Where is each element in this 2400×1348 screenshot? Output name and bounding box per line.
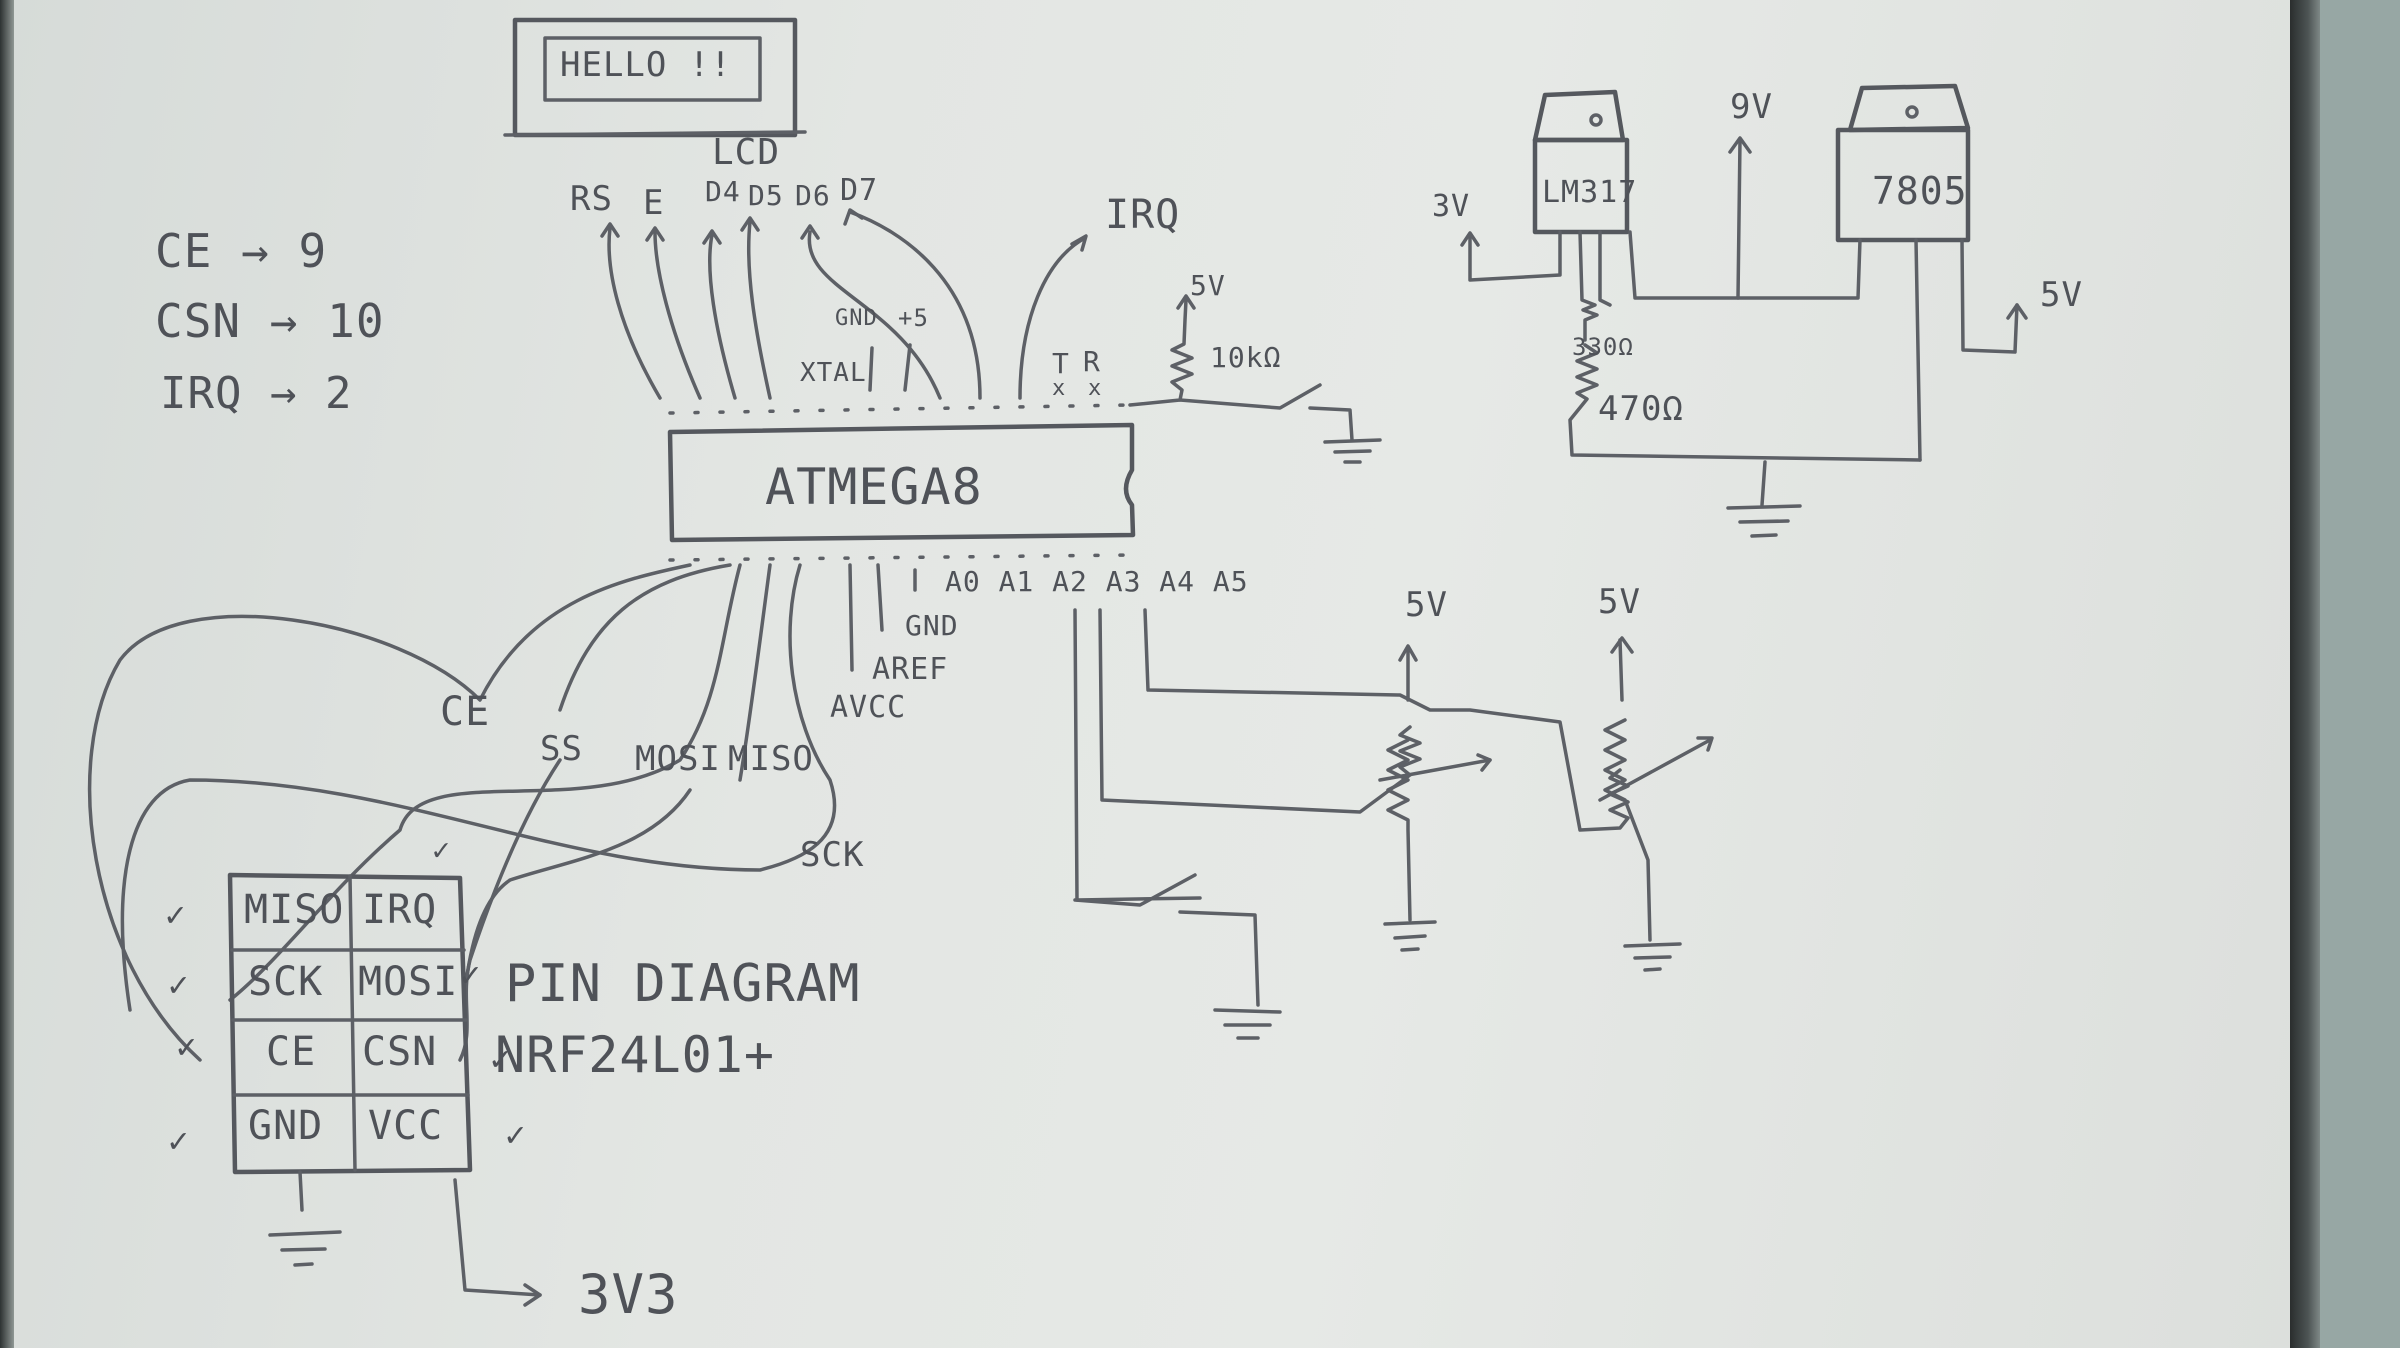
spi-ss-label: SS <box>540 729 583 769</box>
mcu-rx-label: R <box>1083 345 1101 378</box>
lcd-pin-d6: D6 <box>795 179 831 212</box>
nrf-title-line1: PIN DIAGRAM <box>505 954 861 1014</box>
spi-ce-label: CE <box>440 689 491 735</box>
regulator-r2-label: 470Ω <box>1598 389 1684 429</box>
check-mark-ce: ✓ <box>176 1027 198 1067</box>
mcu-gnd-top-label: GND <box>835 306 878 331</box>
nrf-cell-ce: CE <box>266 1029 317 1075</box>
check-mark-mosi: ✓ <box>460 955 482 995</box>
mcu-tx-x: x <box>1052 376 1067 401</box>
lcd-wires <box>600 208 1088 400</box>
pullup-resistor-label: 10kΩ <box>1210 341 1282 374</box>
nrf-cell-mosi: MOSI <box>358 959 459 1005</box>
lcd-pin-rs: RS <box>570 179 613 219</box>
spi-wires <box>87 563 917 1062</box>
mcu-name: ATMEGA8 <box>765 458 983 516</box>
whiteboard-frame-left <box>0 0 14 1348</box>
wall-background <box>2320 0 2400 1348</box>
irq-label: IRQ <box>1105 192 1181 238</box>
spi-sck-label: SCK <box>800 835 865 875</box>
check-mark-vcc: ✓ <box>505 1115 527 1155</box>
check-mark-sck: ✓ <box>168 965 190 1005</box>
spi-mosi-label: MOSI <box>635 739 721 779</box>
regulator-circuit <box>1460 83 2028 538</box>
mcu-analog-pins: A0 A1 A2 A3 A4 A5 <box>945 565 1249 598</box>
mcu-rx-x: x <box>1088 376 1103 401</box>
spi-miso-label: MISO <box>728 739 814 779</box>
check-mark-miso: ✓ <box>165 895 187 935</box>
mcu-avcc-label: AVCC <box>830 690 907 725</box>
regulator-r1-label: 330Ω <box>1572 333 1634 361</box>
regulator-out-3v: 3V <box>1432 189 1471 224</box>
whiteboard-frame-right <box>2290 0 2320 1348</box>
pin-map-irq: IRQ → 2 <box>160 368 353 419</box>
nrf-cell-sck: SCK <box>248 959 324 1005</box>
nrf-module-grid <box>227 872 542 1307</box>
pullup-supply-label: 5V <box>1190 269 1226 302</box>
potentiometer-circuits <box>1073 608 1714 1040</box>
check-mark-irq: ✓ <box>432 833 452 868</box>
mcu-tx-label: T <box>1052 347 1070 380</box>
lcd-pin-d7: D7 <box>840 173 879 208</box>
v7805-label: 7805 <box>1872 169 1968 213</box>
lcd-pin-e: E <box>643 183 665 223</box>
pot-a-supply: 5V <box>1405 585 1448 625</box>
pot-b-supply: 5V <box>1598 582 1641 622</box>
mcu-aref-label: AREF <box>872 652 949 687</box>
nrf-cell-gnd: GND <box>248 1103 324 1149</box>
pin-map-csn: CSN → 10 <box>155 294 385 348</box>
regulator-out-5v: 5V <box>2040 275 2083 315</box>
lcd-outline <box>503 17 807 138</box>
lcd-title: LCD <box>712 132 781 173</box>
pin-map-ce: CE → 9 <box>155 224 328 278</box>
mcu-gnd-bottom-label: GND <box>905 609 959 642</box>
lm317-label: LM317 <box>1542 175 1638 210</box>
nrf-cell-irq: IRQ <box>362 887 438 933</box>
check-mark-csn: ✓ <box>490 1039 512 1079</box>
nrf-cell-csn: CSN <box>362 1029 438 1075</box>
atmega8-chip <box>667 403 1136 562</box>
mcu-xtal-label: XTAL <box>800 358 867 388</box>
regulator-in-9v: 9V <box>1730 87 1773 127</box>
lcd-pin-d5: D5 <box>748 179 784 212</box>
nrf-cell-miso: MISO <box>244 887 345 933</box>
lcd-pin-d4: D4 <box>705 175 741 208</box>
check-mark-gnd: ✓ <box>168 1121 190 1161</box>
nrf-title-line2: NRF24L01+ <box>495 1026 775 1084</box>
nrf-cell-vcc: VCC <box>368 1103 444 1149</box>
reset-circuit <box>1128 294 1382 464</box>
lcd-screen-text: HELLO !! <box>560 45 732 85</box>
whiteboard-surface <box>0 0 2300 1348</box>
nrf-vcc-supply: 3V3 <box>578 1263 679 1326</box>
mcu-plus5-label: +5 <box>898 304 929 332</box>
